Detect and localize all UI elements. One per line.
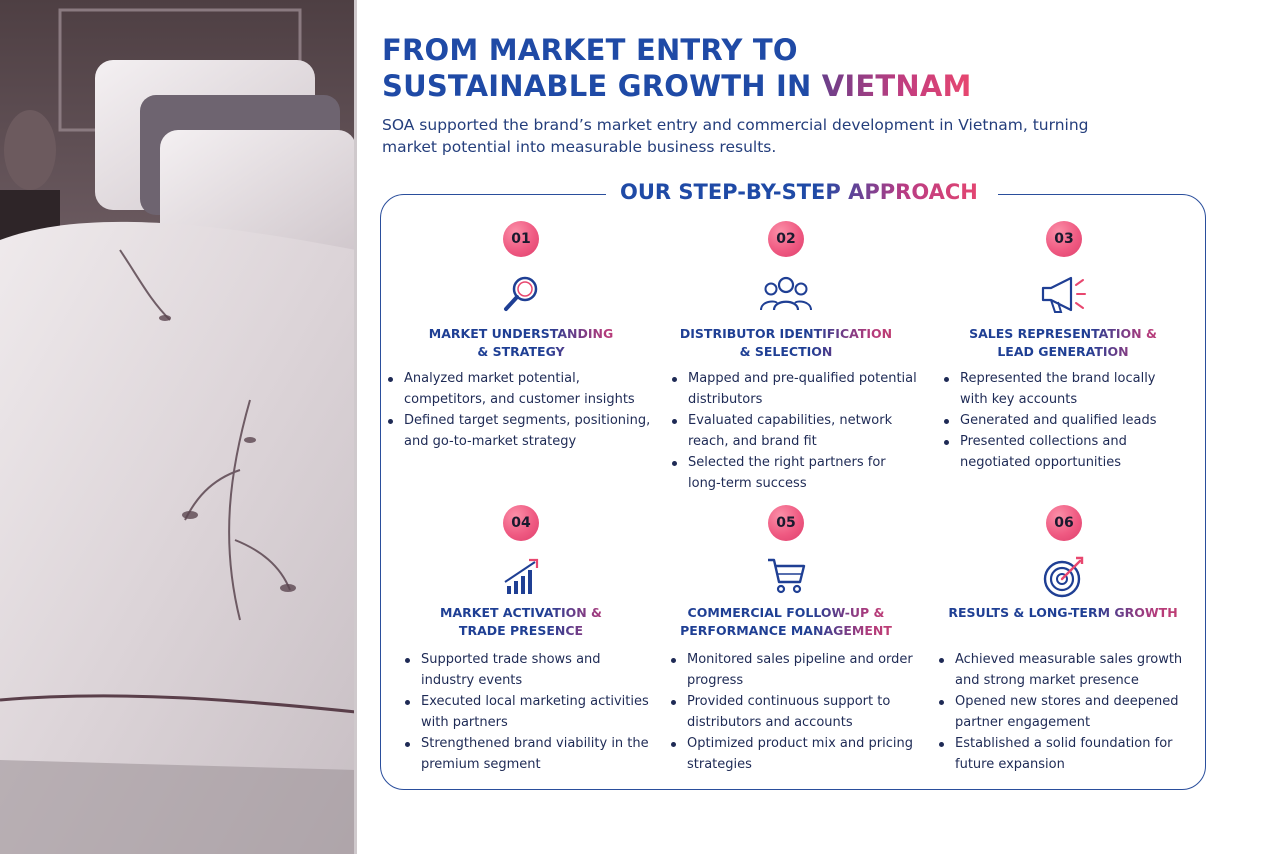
shopping-cart-icon <box>759 552 813 600</box>
step-05-bullets: Monitored sales pipeline and order progr… <box>669 649 921 775</box>
bedroom-photo <box>0 0 356 854</box>
approach-title: OUR STEP-BY-STEP APPROACH <box>612 178 986 206</box>
step-04-bullets: Supported trade shows and industry event… <box>403 649 655 775</box>
step-03-title-line-1: SALES REPRESENTATION & <box>969 326 1157 341</box>
step-05-title-line-1: COMMERCIAL FOLLOW-UP & <box>687 605 885 620</box>
step-01-title: MARKET UNDERSTANDING & STRATEGY <box>401 325 641 361</box>
list-item: Provided continuous support to distribut… <box>669 691 921 733</box>
step-03-bullets: Represented the brand locally with key a… <box>942 368 1182 473</box>
megaphone-icon <box>1037 270 1091 318</box>
list-item: Generated and qualified leads <box>942 410 1182 431</box>
list-item: Opened new stores and deepened partner e… <box>937 691 1199 733</box>
list-item: Selected the right partners for long-ter… <box>670 452 922 494</box>
step-04-title-line-2: TRADE PRESENCE <box>458 623 584 638</box>
list-item: Evaluated capabilities, network reach, a… <box>670 410 922 452</box>
step-02-title-line-1: DISTRIBUTOR IDENTIFICATION <box>679 326 893 341</box>
list-item: Presented collections and negotiated opp… <box>942 431 1182 473</box>
step-01-title-line-2: & STRATEGY <box>477 344 565 359</box>
step-03-title: SALES REPRESENTATION & LEAD GENERATION <box>943 325 1183 361</box>
step-02-title: DISTRIBUTOR IDENTIFICATION & SELECTION <box>666 325 906 361</box>
title-line-2: SUSTAINABLE GROWTH IN <box>382 69 822 103</box>
magnifier-icon <box>494 270 548 318</box>
list-item: Achieved measurable sales growth and str… <box>937 649 1199 691</box>
step-03-badge: 03 <box>1046 221 1082 257</box>
title-accent-vietnam: VIETNAM <box>821 69 972 103</box>
step-05-badge: 05 <box>768 505 804 541</box>
step-06-badge: 06 <box>1046 505 1082 541</box>
step-04-title-line-1: MARKET ACTIVATION & <box>440 605 602 620</box>
list-item: Executed local marketing activities with… <box>403 691 655 733</box>
list-item: Strengthened brand viability in the prem… <box>403 733 655 775</box>
growth-chart-icon <box>494 552 548 600</box>
step-02-bullets: Mapped and pre-qualified potential distr… <box>670 368 922 494</box>
step-01-title-line-1: MARKET UNDERSTANDING <box>428 326 614 341</box>
list-item: Defined target segments, positioning, an… <box>386 410 658 452</box>
step-02-title-line-2: & SELECTION <box>739 344 833 359</box>
step-06-bullets: Achieved measurable sales growth and str… <box>937 649 1199 775</box>
people-group-icon <box>759 270 813 318</box>
step-04-badge: 04 <box>503 505 539 541</box>
step-05-title-line-2: PERFORMANCE MANAGEMENT <box>680 623 892 638</box>
page-subtitle: SOA supported the brand’s market entry a… <box>382 116 1089 156</box>
title-line-1: FROM MARKET ENTRY TO <box>382 33 798 67</box>
step-01-badge: 01 <box>503 221 539 257</box>
step-05-title: COMMERCIAL FOLLOW-UP & PERFORMANCE MANAG… <box>666 604 906 640</box>
step-04-title: MARKET ACTIVATION & TRADE PRESENCE <box>401 604 641 640</box>
step-03-title-line-2: LEAD GENERATION <box>997 344 1129 359</box>
approach-title-mask <box>606 186 998 200</box>
target-icon <box>1037 552 1091 600</box>
step-02-badge: 02 <box>768 221 804 257</box>
list-item: Monitored sales pipeline and order progr… <box>669 649 921 691</box>
list-item: Represented the brand locally with key a… <box>942 368 1182 410</box>
step-06-title-line-1: RESULTS & LONG-TERM GROWTH <box>948 605 1178 620</box>
list-item: Supported trade shows and industry event… <box>403 649 655 691</box>
step-06-title: RESULTS & LONG-TERM GROWTH <box>933 604 1193 622</box>
list-item: Mapped and pre-qualified potential distr… <box>670 368 922 410</box>
list-item: Optimized product mix and pricing strate… <box>669 733 921 775</box>
list-item: Established a solid foundation for futur… <box>937 733 1199 775</box>
photo-divider <box>354 0 357 854</box>
list-item: Analyzed market potential, competitors, … <box>386 368 658 410</box>
step-01-bullets: Analyzed market potential, competitors, … <box>386 368 658 452</box>
page-title: FROM MARKET ENTRY TO SUSTAINABLE GROWTH … <box>382 32 1242 104</box>
bedding-illustration <box>0 0 356 854</box>
